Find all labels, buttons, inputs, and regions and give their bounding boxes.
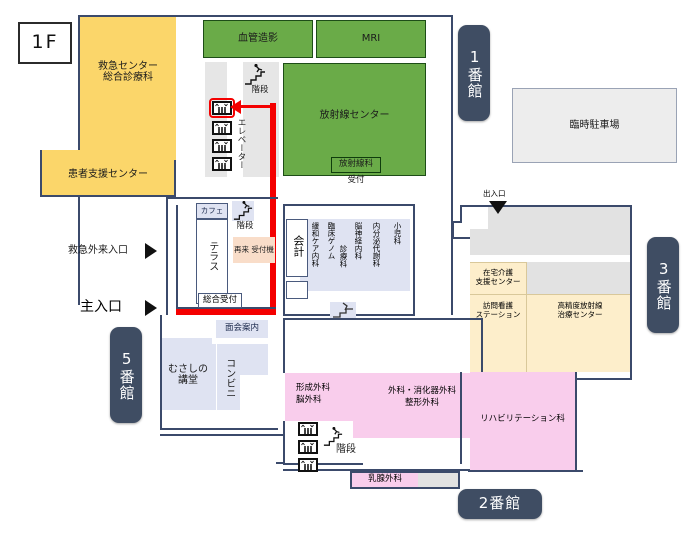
- main-entrance-arrow-icon: [145, 300, 157, 316]
- room-temp-parking: 臨時駐車場: [512, 88, 677, 163]
- route-horizontal-segment: [176, 309, 276, 315]
- side-entrance-arrow-icon: [489, 201, 507, 214]
- building-outline-east-step1: [460, 205, 470, 223]
- room-visitor-info: 面会案内: [216, 320, 268, 338]
- room-surgery-ortho-label: 外科・消化器外科 整形外科: [387, 385, 456, 408]
- southwest-notch: [240, 375, 268, 411]
- elevator-icon-south-3[interactable]: [298, 458, 318, 472]
- clinic-rooms-fill: [300, 219, 410, 291]
- room-accounting-label: 会計: [291, 235, 305, 257]
- building-tag-3[interactable]: 3番館: [647, 237, 679, 333]
- room-breast-surgery: [352, 473, 418, 487]
- elevator-icon-4[interactable]: [212, 157, 232, 171]
- room-high-precision-radiation-label: 高精度放射線 治療センター: [557, 301, 603, 319]
- lobby-outline-left: [166, 197, 176, 315]
- escalator-icon-clinic: [330, 302, 356, 320]
- building-outline-north-right: [445, 15, 453, 315]
- room-rehabilitation: [470, 372, 575, 472]
- building-outline-east-step2: [452, 221, 462, 239]
- elevator-icon-south-1[interactable]: [298, 422, 318, 436]
- room-radiology-center: [283, 63, 426, 176]
- main-entrance-label: 主入口: [80, 298, 122, 315]
- clinic-column-clinical-genome-sub: 診療科: [339, 245, 348, 268]
- divider-cream-1: [470, 262, 526, 263]
- lobby-outline: [176, 205, 276, 309]
- rehabilitation-outline-right: [575, 372, 583, 472]
- route-vertical-segment: [270, 103, 276, 315]
- southwest-outline: [160, 315, 278, 430]
- stairs-icon-center: [232, 201, 254, 221]
- surgical-outline-bottom: [283, 421, 363, 465]
- room-east-corridor-mid: [470, 229, 630, 255]
- room-accounting: [286, 219, 308, 277]
- rehabilitation-outline-left: [460, 372, 470, 464]
- elevator-label: エレベーター: [236, 118, 246, 169]
- clinic-column-palliative-care: 緩和ケア内科: [311, 222, 320, 267]
- route-arrow-head: [230, 99, 241, 114]
- divider-cream-3: [526, 262, 527, 372]
- stairs-icon-north: [243, 64, 267, 86]
- breast-surgery-outline: [350, 471, 460, 489]
- rehabilitation-outline-bottom: [468, 464, 583, 472]
- room-rehabilitation-label: リハビリテーション科: [480, 414, 565, 425]
- room-cafe: カフェ: [196, 203, 228, 219]
- southwest-blue-fill2: [162, 338, 212, 348]
- room-surgery-ortho: [353, 373, 485, 438]
- floor-label: 1F: [18, 22, 72, 64]
- elevator-icon-south-2[interactable]: [298, 440, 318, 454]
- room-east-corridor-upper: [488, 207, 630, 229]
- clinic-column-endocrinology: 内分泌代謝科: [372, 222, 381, 267]
- surgical-outline-bottom-edge: [283, 463, 491, 471]
- divider-convenience: [216, 344, 217, 410]
- room-general-reception: 総合受付: [198, 293, 242, 308]
- building-tag-5[interactable]: 5番館: [110, 327, 142, 423]
- southwest-outline-step: [276, 428, 284, 464]
- room-east-grey-overlay: [526, 262, 630, 294]
- building-tag-1[interactable]: 1番館: [458, 25, 490, 121]
- building-outline-east-step3: [452, 237, 470, 245]
- room-breast-surgery-annex: [418, 473, 458, 487]
- surgical-outline-top: [283, 318, 483, 373]
- room-terrace: [196, 219, 228, 304]
- stairs-icon-south: [322, 427, 344, 447]
- room-plastic-brain-surgery-label: 形成外科 脳外科: [296, 383, 331, 406]
- side-entrance-label: 出入口: [483, 189, 506, 198]
- room-home-care-support-label: 在宅介護 支援センター: [475, 268, 521, 286]
- clinic-column-neurology: 脳神経内科: [354, 222, 363, 260]
- clinic-column-pediatrics: 小児科: [393, 222, 402, 245]
- room-breast-surgery-label: 乳腺外科: [367, 474, 402, 485]
- room-rearrival-machine[interactable]: 再来 受付機: [233, 237, 275, 263]
- emergency-outpatient-entrance-arrow-icon: [145, 243, 157, 259]
- elevator-icon-2[interactable]: [212, 121, 232, 135]
- route-arrow-stem: [238, 105, 272, 108]
- elevator-icon-3[interactable]: [212, 139, 232, 153]
- southwest-outline-bottom: [160, 428, 284, 436]
- room-visiting-nursing-label: 訪問看護 ステーション: [475, 301, 521, 319]
- clinic-column-clinical-genome: 臨床ゲノム: [327, 222, 336, 260]
- divider-cream-2: [470, 294, 630, 295]
- room-accounting-sub: [286, 281, 308, 299]
- elevator-icon-1[interactable]: [212, 101, 232, 115]
- building-tag-2[interactable]: 2番館: [458, 489, 542, 519]
- room-patient-support-fill: [42, 150, 176, 160]
- lobby-outline-top: [166, 197, 278, 207]
